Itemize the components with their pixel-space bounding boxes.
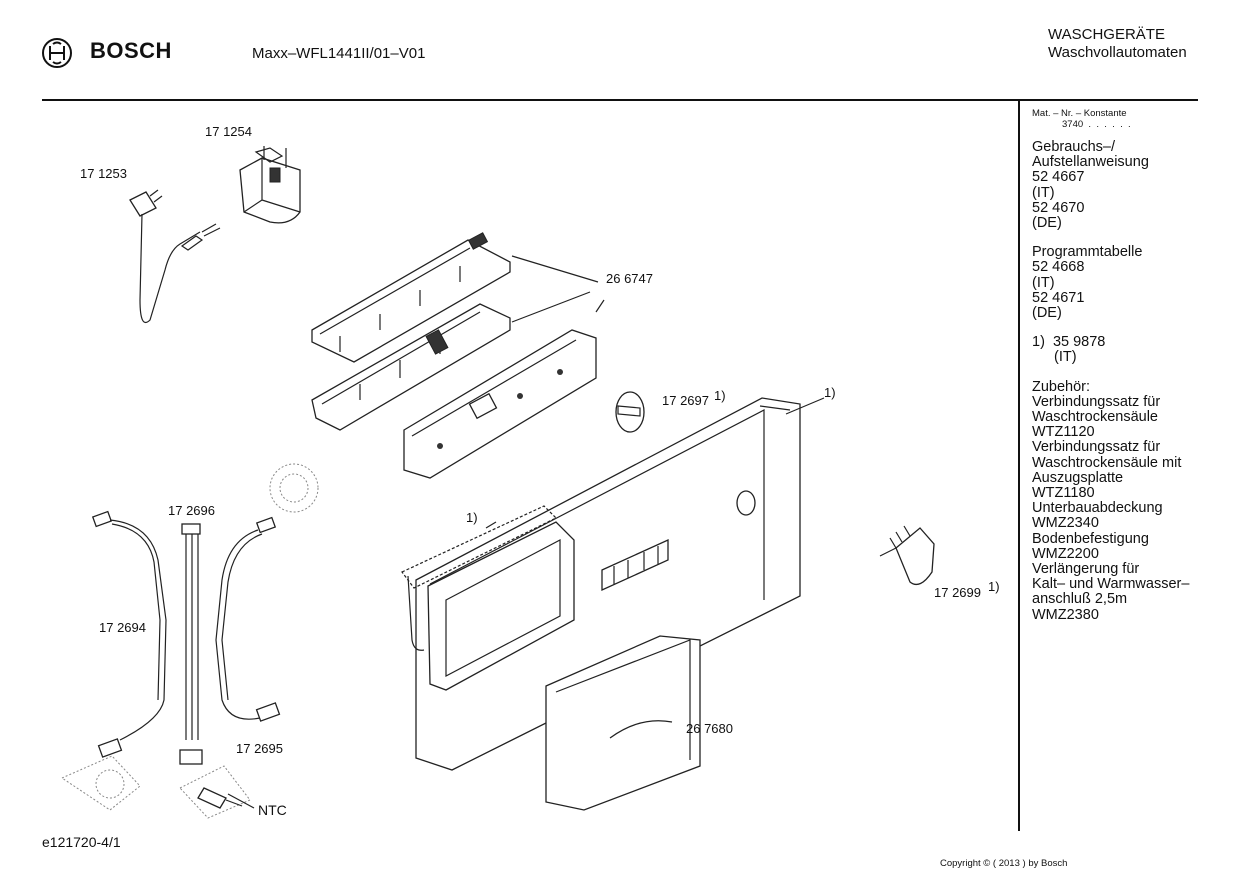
ghost-pump-top-part xyxy=(269,463,319,513)
suppressor-part xyxy=(239,146,301,224)
exploded-parts-drawing xyxy=(60,146,935,819)
accessory-line: WTZ1180 xyxy=(1032,485,1095,502)
accessory-line: Bodenbefestigung xyxy=(1032,530,1149,547)
doc-line: Programmtabelle xyxy=(1032,244,1143,261)
knob-part xyxy=(615,391,645,433)
ghost-pump-bottom-part xyxy=(60,755,141,811)
doc-line: (DE) xyxy=(1032,305,1062,322)
mat-number-header: Mat. – Nr. – Konstante xyxy=(1032,108,1127,119)
header-divider xyxy=(42,99,1198,101)
label-172694: 17 2694 xyxy=(99,620,146,635)
doc-line: (IT) xyxy=(1032,274,1055,291)
label-172697: 17 2697 xyxy=(662,393,709,408)
seal-part xyxy=(401,505,558,651)
cable-harness-17-2695-part xyxy=(215,516,281,722)
accessory-line: Verbindungssatz für xyxy=(1032,439,1161,456)
category-line-2: Waschvollautomaten xyxy=(1048,44,1187,61)
label-172699-note: 1) xyxy=(988,579,1000,594)
accessory-line: Verlängerung für xyxy=(1032,561,1140,578)
power-cord-part xyxy=(129,189,221,324)
cable-harness-17-2694-part xyxy=(91,510,167,758)
label-172696: 17 2696 xyxy=(168,503,215,518)
program-table-block: Programmtabelle 52 4668 (IT) 52 4671 (DE… xyxy=(1032,245,1232,321)
front-panel-part xyxy=(415,397,825,771)
footnote-country: (IT) xyxy=(1054,349,1077,366)
accessory-line: Unterbauabdeckung xyxy=(1032,500,1163,517)
label-panel-note: 1) xyxy=(824,385,836,400)
label-171253: 17 1253 xyxy=(80,166,127,181)
doc-line: (DE) xyxy=(1032,215,1062,232)
category: WASCHGERÄTE Waschvollautomaten xyxy=(1048,26,1187,62)
accessories-block: Zubehör: Verbindungssatz für Waschtrocke… xyxy=(1032,378,1232,623)
accessory-line: WMZ2380 xyxy=(1032,606,1099,623)
ntc-sensor-part xyxy=(179,765,251,819)
bosch-armature-logo-icon xyxy=(42,38,72,68)
cable-17-2696-part xyxy=(179,523,203,765)
accessory-line: Waschtrockensäule mit xyxy=(1032,454,1182,471)
accessory-line: Auszugsplatte xyxy=(1032,469,1124,486)
brand-name: BOSCH xyxy=(90,38,172,63)
doc-line: 52 4667 xyxy=(1032,169,1085,186)
sidebar: Mat. – Nr. – Konstante 3740 . . . . . . … xyxy=(1032,108,1232,623)
drawing-id: e121720-4/1 xyxy=(42,834,121,850)
sidebar-divider xyxy=(1018,101,1020,831)
doc-line: 52 4671 xyxy=(1032,289,1085,306)
copyright: Copyright © ( 2013 ) by Bosch xyxy=(940,858,1068,869)
doc-line: 52 4668 xyxy=(1032,259,1085,276)
label-267680: 26 7680 xyxy=(686,721,733,736)
footnote-ref: 1) 35 9878 xyxy=(1032,334,1106,351)
accessory-line: Kalt– und Warmwasser– xyxy=(1032,576,1190,593)
doc-line: (IT) xyxy=(1032,184,1055,201)
model-number: Maxx–WFL1441II/01–V01 xyxy=(252,45,426,62)
cover-part xyxy=(545,635,701,811)
accessory-line: Zubehör: xyxy=(1032,378,1091,395)
documents-block: Gebrauchs–/ Aufstellanweisung 52 4667 (I… xyxy=(1032,139,1232,232)
label-172699: 17 2699 xyxy=(934,585,981,600)
accessory-line: WMZ2200 xyxy=(1032,545,1099,562)
accessory-line: Waschtrockensäule xyxy=(1032,409,1158,426)
label-171254: 17 1254 xyxy=(205,124,252,139)
label-172695: 17 2695 xyxy=(236,741,283,756)
mat-number-value: 3740 . . . . . . xyxy=(1062,119,1131,130)
plug-part xyxy=(879,525,935,586)
doc-line: Aufstellanweisung xyxy=(1032,154,1149,171)
label-ntc: NTC xyxy=(258,802,287,818)
label-seal-note: 1) xyxy=(466,510,478,525)
control-module-part xyxy=(311,232,605,479)
accessory-line: Verbindungssatz für xyxy=(1032,393,1161,410)
category-line-1: WASCHGERÄTE xyxy=(1048,26,1165,43)
accessory-line: WTZ1120 xyxy=(1032,424,1095,441)
doc-line: Gebrauchs–/ xyxy=(1032,139,1116,155)
label-266747: 26 6747 xyxy=(606,271,653,286)
label-172697-note: 1) xyxy=(714,388,726,403)
accessory-line: WMZ2340 xyxy=(1032,515,1099,532)
accessory-line: anschluß 2,5m xyxy=(1032,591,1128,608)
doc-line: 52 4670 xyxy=(1032,199,1085,216)
